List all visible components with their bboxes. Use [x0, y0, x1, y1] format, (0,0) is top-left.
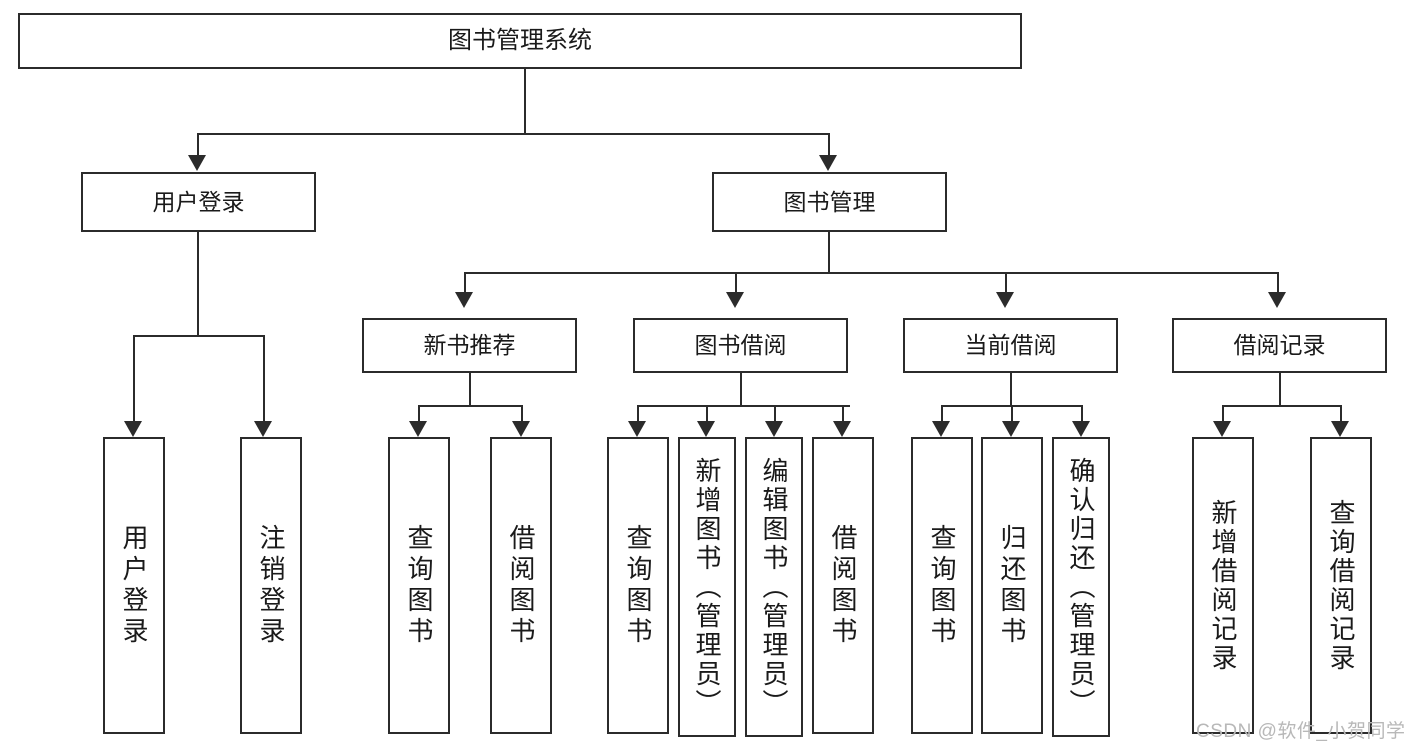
csdn-watermark: CSDN @软件_小贺同学 — [1196, 721, 1405, 742]
arrow-borrow-record-leaf2 — [1331, 421, 1349, 437]
connector-borrow-record-bar — [1222, 405, 1340, 407]
connector-book-borrow-leaf1 — [637, 405, 639, 421]
leaf-borrow-book-1[interactable]: 借阅图书 — [490, 437, 552, 734]
node-user-login-label: 用户登录 — [152, 188, 245, 215]
leaf-add-book-label: 新增图书（管理员） — [692, 456, 722, 718]
leaf-add-borrow-record-label: 新增借阅记录 — [1208, 498, 1238, 673]
node-current-borrow[interactable]: 当前借阅 — [903, 318, 1118, 373]
node-new-book-recommend-label: 新书推荐 — [423, 332, 516, 359]
leaf-add-borrow-record[interactable]: 新增借阅记录 — [1192, 437, 1254, 734]
node-book-borrow-label: 图书借阅 — [694, 332, 787, 359]
connector-root-bar — [197, 133, 828, 135]
arrow-root-to-user-login — [188, 155, 206, 171]
arrow-book-borrow-leaf3 — [765, 421, 783, 437]
connector-root-stem — [524, 69, 526, 133]
connector-user-login-leaf1 — [133, 335, 135, 421]
connector-borrow-record-stem — [1279, 373, 1281, 405]
node-book-management[interactable]: 图书管理 — [712, 172, 947, 232]
connector-bm-to-current-borrow — [1005, 272, 1007, 292]
connector-new-book-leaf2 — [521, 405, 523, 421]
arrow-bm-to-new-book — [455, 292, 473, 308]
arrow-current-borrow-leaf3 — [1072, 421, 1090, 437]
leaf-logout-login-label: 注销登录 — [256, 523, 286, 648]
connector-user-login-bar — [133, 335, 263, 337]
arrow-borrow-record-leaf1 — [1213, 421, 1231, 437]
leaf-query-book-2-label: 查询图书 — [623, 523, 653, 648]
connector-book-borrow-stem — [740, 373, 742, 405]
leaf-return-book-label: 归还图书 — [997, 523, 1027, 648]
leaf-borrow-book-2[interactable]: 借阅图书 — [812, 437, 874, 734]
connector-current-borrow-stem — [1010, 373, 1012, 405]
connector-current-borrow-leaf3 — [1081, 405, 1083, 421]
leaf-borrow-book-1-label: 借阅图书 — [506, 523, 536, 648]
arrow-user-login-leaf1 — [124, 421, 142, 437]
node-root[interactable]: 图书管理系统 — [18, 13, 1022, 69]
node-new-book-recommend[interactable]: 新书推荐 — [362, 318, 577, 373]
arrow-user-login-leaf2 — [254, 421, 272, 437]
connector-book-borrow-bar — [637, 405, 850, 407]
node-borrow-record[interactable]: 借阅记录 — [1172, 318, 1387, 373]
arrow-bm-to-book-borrow — [726, 292, 744, 308]
connector-book-borrow-leaf3 — [774, 405, 776, 421]
leaf-confirm-return-label: 确认归还（管理员） — [1066, 456, 1096, 718]
leaf-edit-book[interactable]: 编辑图书（管理员） — [745, 437, 803, 737]
connector-borrow-record-leaf1 — [1222, 405, 1224, 421]
connector-user-login-leaf2 — [263, 335, 265, 421]
leaf-query-borrow-record[interactable]: 查询借阅记录 — [1310, 437, 1372, 734]
leaf-user-login-label: 用户登录 — [119, 523, 149, 648]
arrow-book-borrow-leaf1 — [628, 421, 646, 437]
leaf-borrow-book-2-label: 借阅图书 — [828, 523, 858, 648]
leaf-query-borrow-record-label: 查询借阅记录 — [1326, 498, 1356, 673]
leaf-add-book[interactable]: 新增图书（管理员） — [678, 437, 736, 737]
leaf-confirm-return[interactable]: 确认归还（管理员） — [1052, 437, 1110, 737]
arrow-root-to-book-management — [819, 155, 837, 171]
connector-book-management-stem — [828, 232, 830, 272]
leaf-query-book-3-label: 查询图书 — [927, 523, 957, 648]
leaf-user-login[interactable]: 用户登录 — [103, 437, 165, 734]
connector-user-login-stem — [197, 232, 199, 335]
arrow-new-book-leaf1 — [409, 421, 427, 437]
connector-root-to-book-management — [828, 133, 830, 155]
arrow-book-borrow-leaf2 — [697, 421, 715, 437]
connector-borrow-record-leaf2 — [1340, 405, 1342, 421]
leaf-edit-book-label: 编辑图书（管理员） — [759, 456, 789, 718]
arrow-bm-to-current-borrow — [996, 292, 1014, 308]
connector-book-borrow-leaf2 — [706, 405, 708, 421]
node-root-label: 图书管理系统 — [448, 27, 592, 54]
leaf-query-book-1-label: 查询图书 — [404, 523, 434, 648]
node-book-management-label: 图书管理 — [783, 188, 876, 215]
connector-new-book-leaf1 — [418, 405, 420, 421]
connector-root-to-user-login — [197, 133, 199, 155]
connector-bm-to-borrow-record — [1277, 272, 1279, 292]
leaf-logout-login[interactable]: 注销登录 — [240, 437, 302, 734]
connector-bm-to-book-borrow — [735, 272, 737, 292]
arrow-new-book-leaf2 — [512, 421, 530, 437]
connector-book-management-bar — [464, 272, 1277, 274]
arrow-current-borrow-leaf1 — [932, 421, 950, 437]
arrow-current-borrow-leaf2 — [1002, 421, 1020, 437]
node-borrow-record-label: 借阅记录 — [1233, 332, 1326, 359]
connector-bm-to-new-book — [464, 272, 466, 292]
connector-current-borrow-leaf2 — [1011, 405, 1013, 421]
arrow-bm-to-borrow-record — [1268, 292, 1286, 308]
node-book-borrow[interactable]: 图书借阅 — [633, 318, 848, 373]
arrow-book-borrow-leaf4 — [833, 421, 851, 437]
leaf-query-book-3[interactable]: 查询图书 — [911, 437, 973, 734]
leaf-query-book-1[interactable]: 查询图书 — [388, 437, 450, 734]
node-current-borrow-label: 当前借阅 — [964, 332, 1057, 359]
connector-new-book-stem — [469, 373, 471, 405]
leaf-query-book-2[interactable]: 查询图书 — [607, 437, 669, 734]
connector-new-book-bar — [418, 405, 521, 407]
node-user-login[interactable]: 用户登录 — [81, 172, 316, 232]
connector-book-borrow-leaf4 — [842, 405, 844, 421]
connector-current-borrow-leaf1 — [941, 405, 943, 421]
leaf-return-book[interactable]: 归还图书 — [981, 437, 1043, 734]
